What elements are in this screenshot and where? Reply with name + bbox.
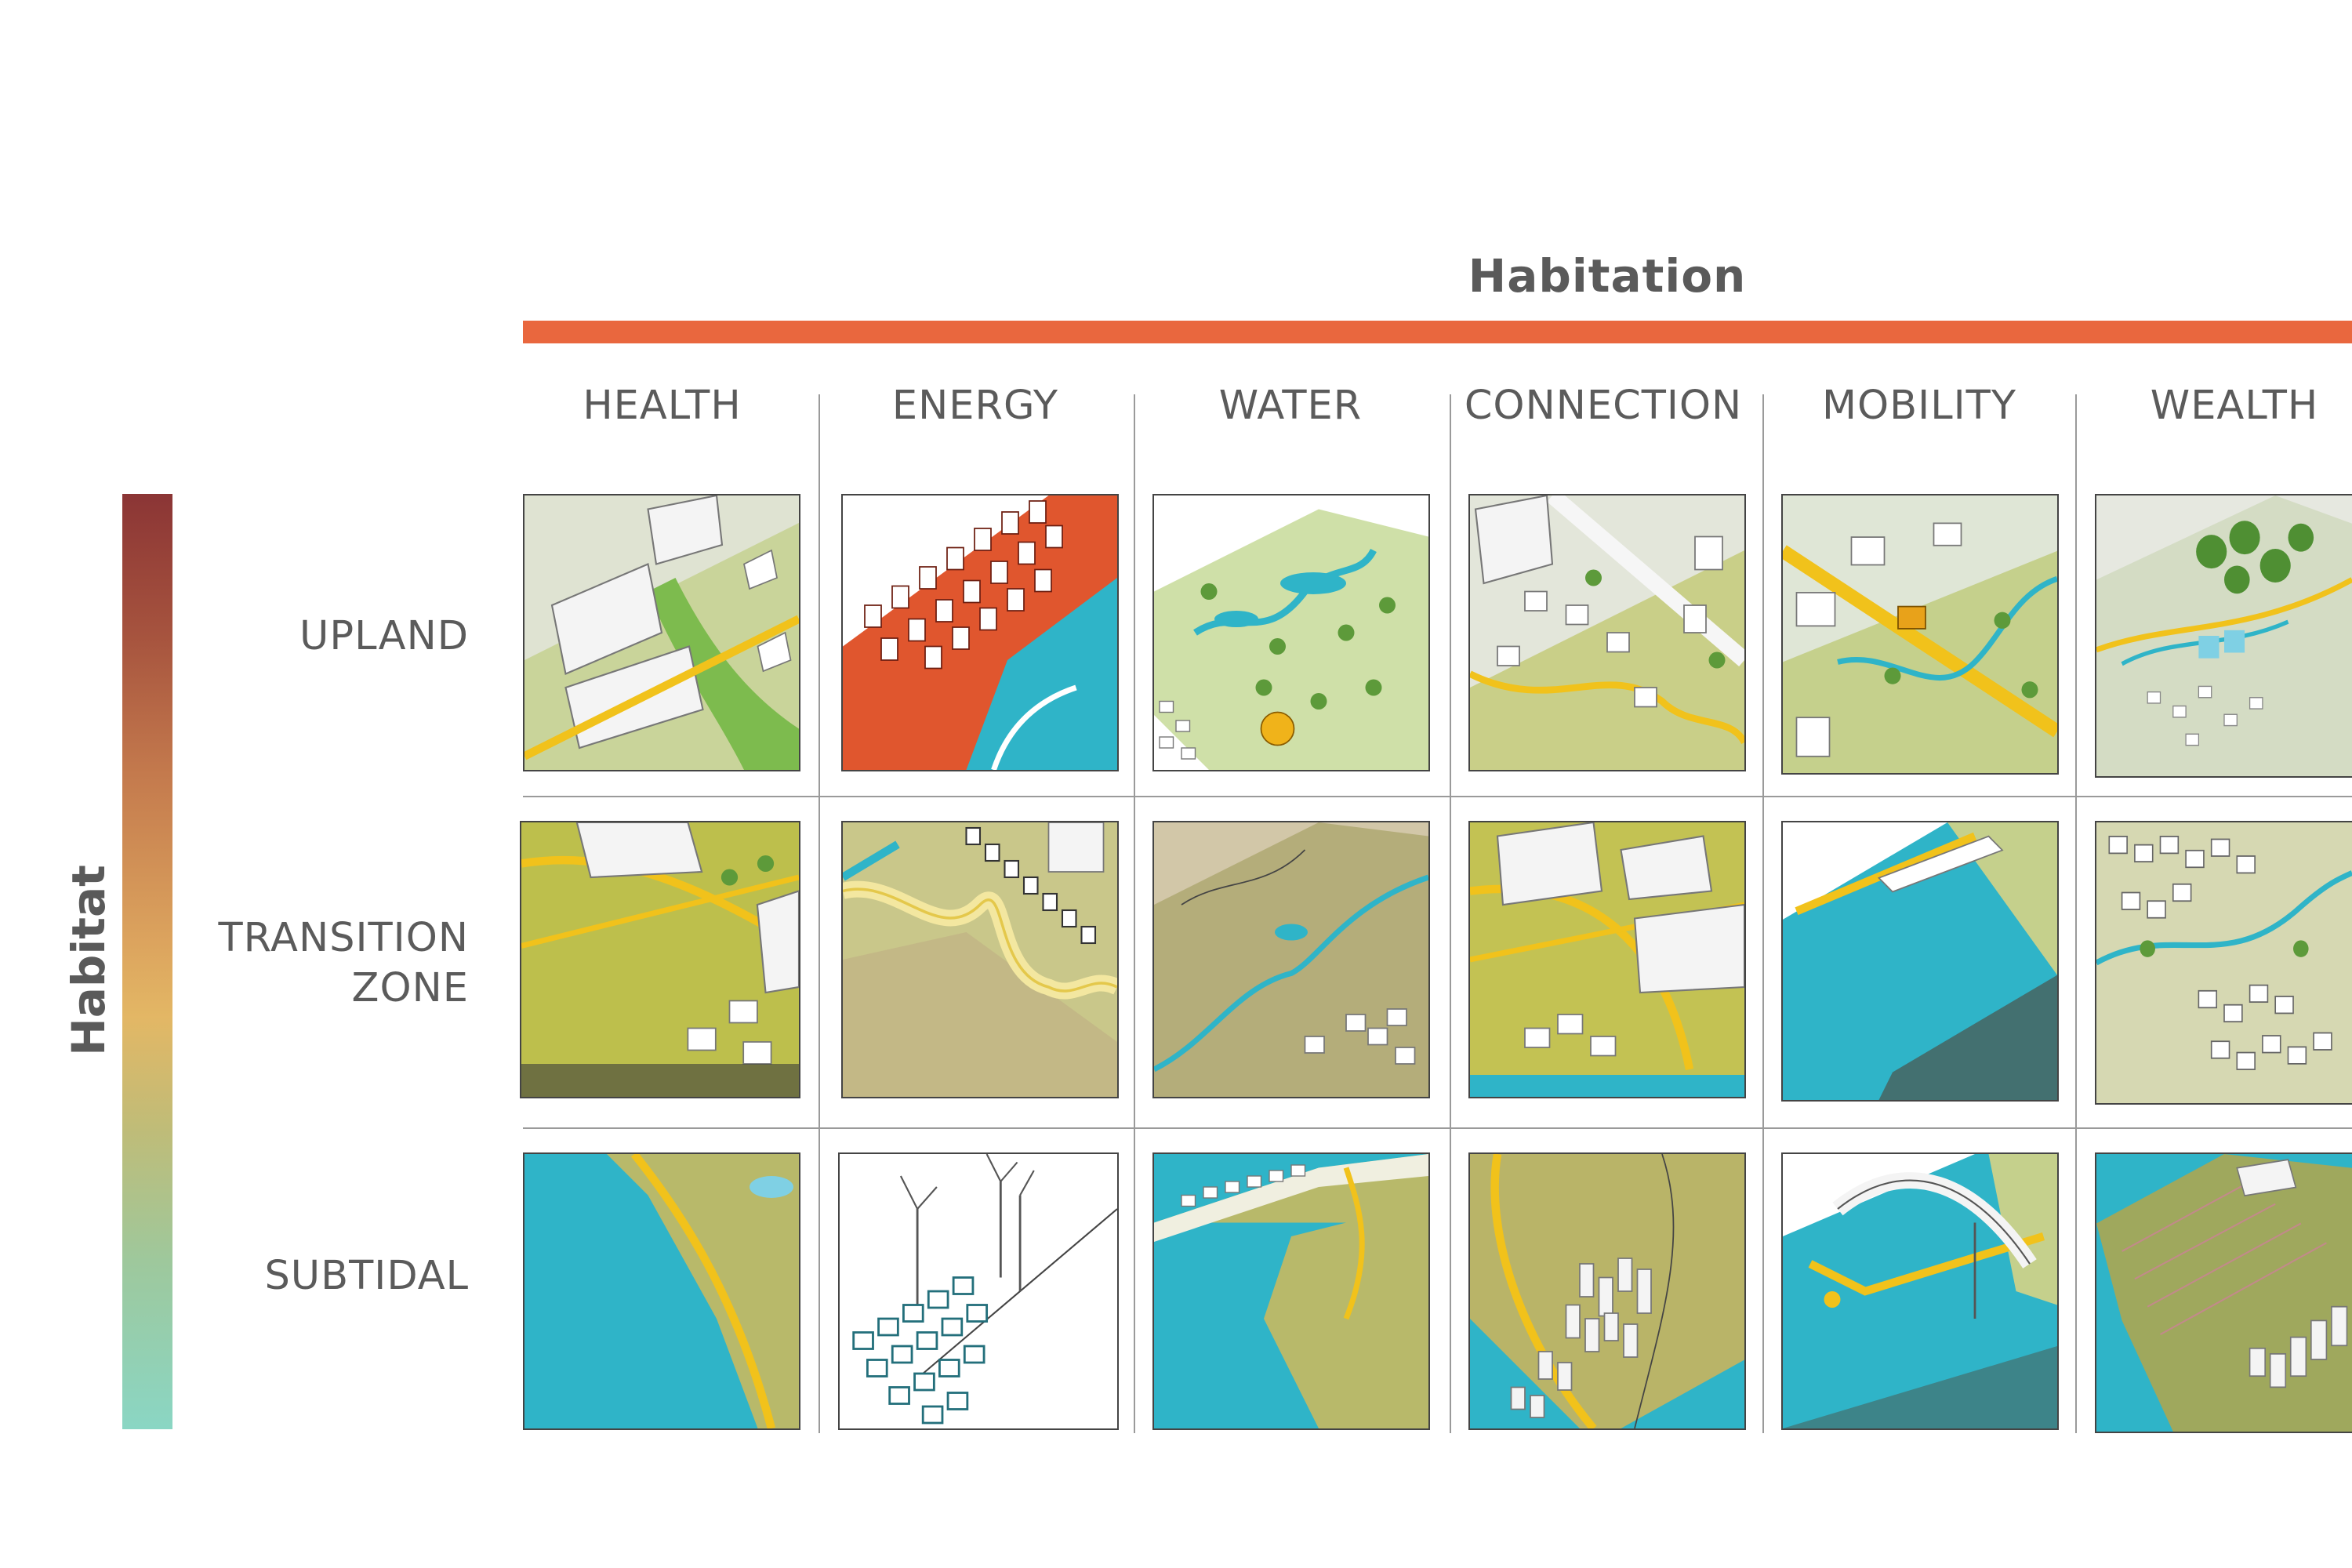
- row-divider: [523, 796, 2352, 797]
- tile-upland-health: [523, 494, 800, 771]
- tile-transition-health: [520, 821, 800, 1098]
- column-divider: [2075, 394, 2077, 1433]
- tile-subtidal-water: [1152, 1152, 1430, 1430]
- tile-transition-wealth: [2095, 821, 2352, 1105]
- column-label-energy: ENERGY: [891, 383, 1059, 429]
- column-divider: [1134, 394, 1135, 1433]
- tile-upland-connection: [1468, 494, 1746, 771]
- column-label-water: WATER: [1218, 383, 1363, 429]
- tile-subtidal-mobility: [1781, 1152, 2059, 1430]
- habitation-title: Habitation: [1468, 249, 1747, 303]
- column-label-health: HEALTH: [583, 383, 742, 429]
- tile-subtidal-health: [523, 1152, 800, 1430]
- tile-upland-mobility: [1781, 494, 2059, 775]
- tile-subtidal-energy: [838, 1152, 1119, 1430]
- row-label-transition-zone: TRANSITION ZONE: [218, 915, 469, 1011]
- row-divider: [523, 1127, 2352, 1129]
- tile-upland-water: [1152, 494, 1430, 771]
- row-label-subtidal: SUBTIDAL: [264, 1253, 469, 1299]
- tile-subtidal-connection: [1468, 1152, 1746, 1430]
- column-label-connection: CONNECTION: [1464, 383, 1743, 429]
- tile-transition-water: [1152, 821, 1430, 1098]
- column-label-mobility: MOBILITY: [1822, 383, 2016, 429]
- tile-transition-connection: [1468, 821, 1746, 1098]
- column-divider: [1762, 394, 1764, 1433]
- tile-transition-energy: [841, 821, 1119, 1098]
- tile-upland-energy: [841, 494, 1119, 771]
- tile-transition-mobility: [1781, 821, 2059, 1102]
- row-label-upland: UPLAND: [299, 613, 469, 659]
- column-divider: [818, 394, 820, 1433]
- tile-subtidal-wealth: [2095, 1152, 2352, 1433]
- habitation-bar: [523, 321, 2352, 343]
- habitat-gradient-bar: [122, 494, 172, 1429]
- column-divider: [1450, 394, 1451, 1433]
- habitat-title: Habitat: [62, 865, 115, 1056]
- column-label-wealth: WEALTH: [2150, 383, 2319, 429]
- tile-upland-wealth: [2095, 494, 2352, 778]
